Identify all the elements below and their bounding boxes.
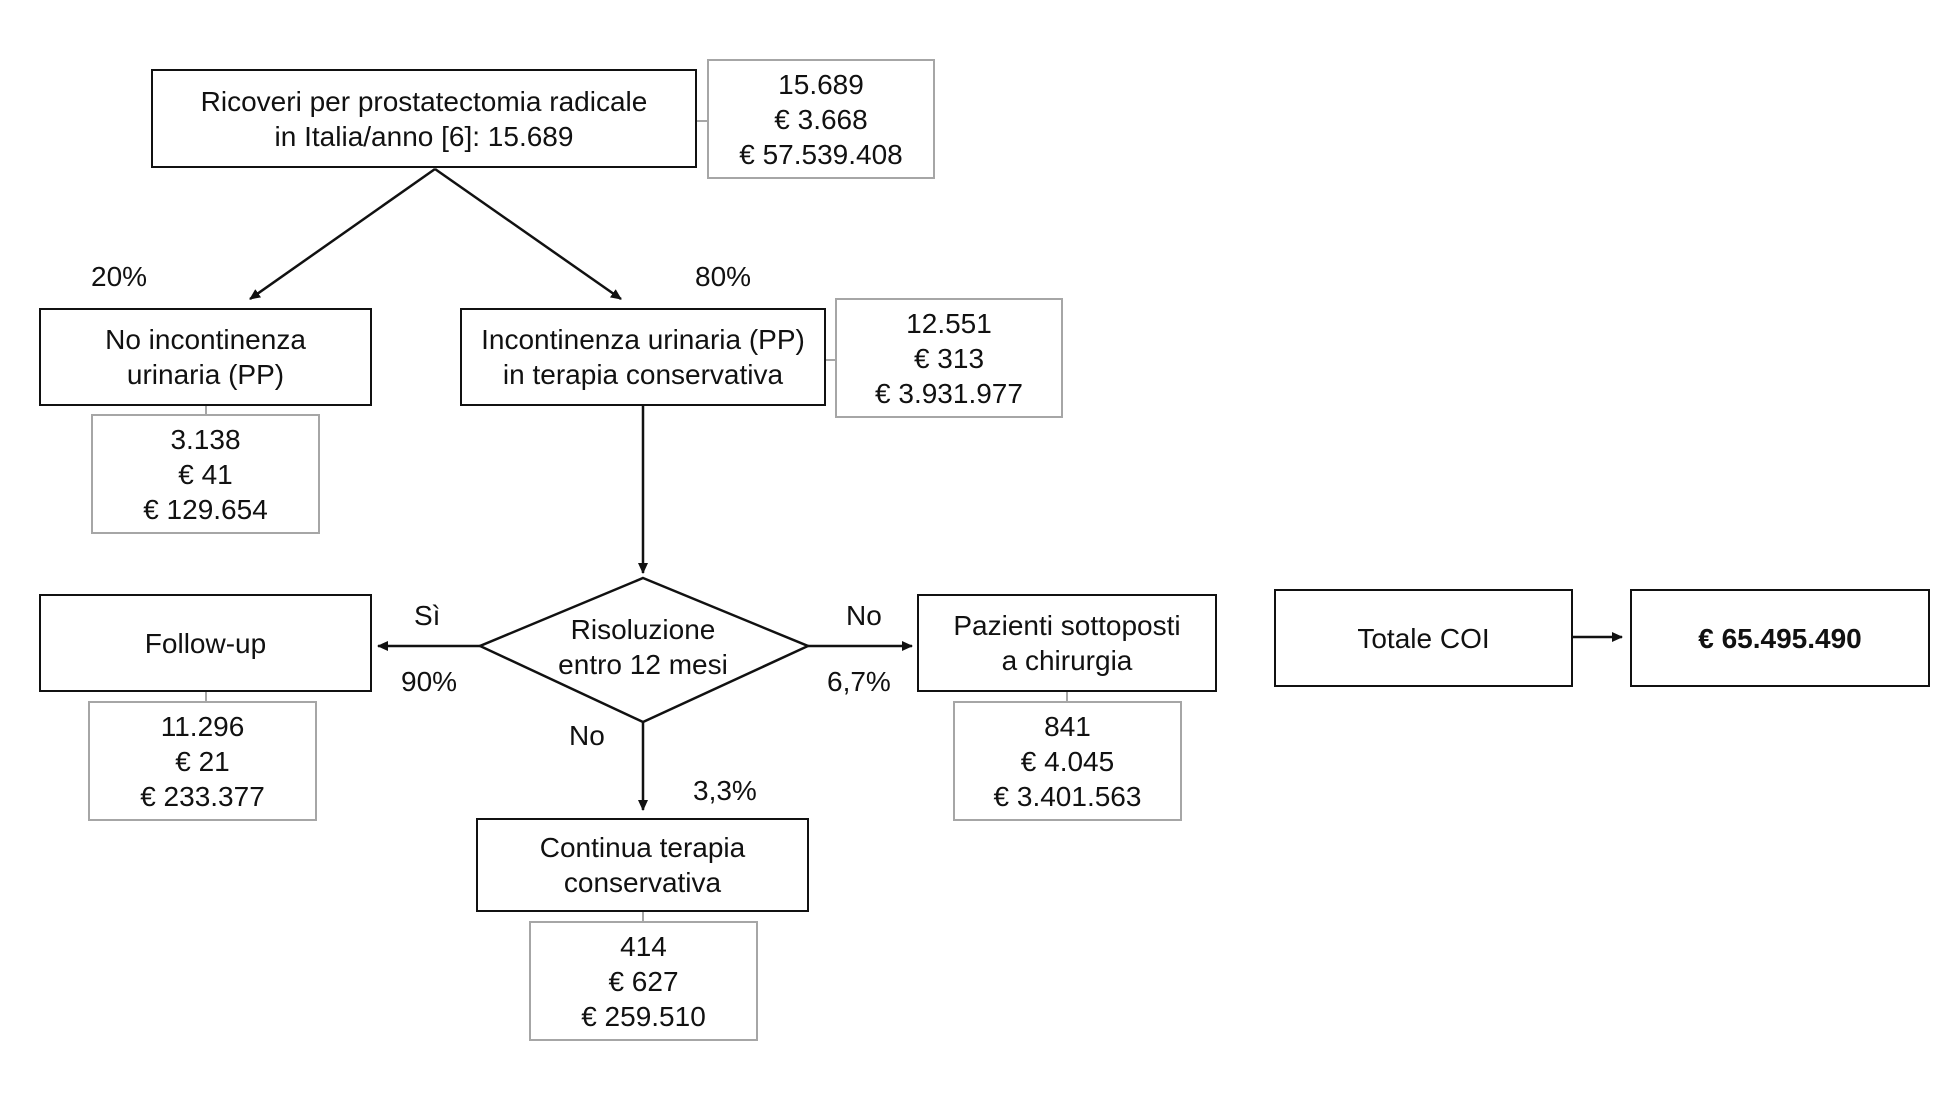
edge-label-no-down: No	[569, 720, 605, 751]
stats-continua-unit-cost: € 627	[608, 965, 679, 997]
node-totale-value: € 65.495.490	[1630, 589, 1930, 687]
stats-ricoveri-unit-cost: € 3.668	[774, 103, 868, 135]
node-ricoveri-line-2: in Italia/anno [6]: 15.689	[274, 120, 574, 152]
node-chirurgia-line-1: Pazienti sottoposti	[953, 610, 1181, 641]
node-incontinenza: Incontinenza urinaria (PP) in terapia co…	[460, 308, 826, 406]
arrow-to-no-incontinenza	[249, 167, 436, 301]
stats-follow-up-unit-cost: € 21	[175, 745, 230, 777]
stats-no-incontinenza: 3.138 € 41 € 129.654	[91, 414, 320, 534]
node-no-incontinenza-line-1: No incontinenza	[105, 324, 306, 355]
node-follow-up-line-1: Follow-up	[144, 627, 267, 659]
edge-label-20-percent: 20%	[91, 261, 148, 292]
stats-follow-up: 11.296 € 21 € 233.377	[88, 701, 317, 821]
node-ricoveri-line-1: Ricoveri per prostatectomia radicale	[200, 85, 648, 117]
decision-label: Risoluzione entro 12 mesi	[500, 608, 786, 686]
edge-label-3-3-percent: 3,3%	[693, 775, 757, 806]
node-continua-line-2: conservativa	[563, 867, 722, 898]
stats-continua: 414 € 627 € 259.510	[529, 921, 758, 1041]
stats-follow-up-count: 11.296	[160, 710, 245, 742]
node-chirurgia: Pazienti sottoposti a chirurgia	[917, 594, 1217, 692]
stats-no-incontinenza-count: 3.138	[170, 423, 241, 455]
node-continua-line-1: Continua terapia	[539, 832, 746, 863]
node-continua: Continua terapia conservativa	[476, 818, 809, 912]
stats-ricoveri-total-cost: € 57.539.408	[739, 138, 903, 170]
arrow-to-incontinenza	[434, 167, 622, 301]
node-incontinenza-line-1: Incontinenza urinaria (PP)	[481, 324, 805, 355]
stats-incontinenza-count: 12.551	[906, 307, 992, 339]
edge-label-80-percent: 80%	[695, 261, 752, 292]
stats-incontinenza-total-cost: € 3.931.977	[875, 377, 1023, 409]
stats-no-incontinenza-unit-cost: € 41	[178, 458, 233, 490]
node-no-incontinenza: No incontinenza urinaria (PP)	[39, 308, 372, 406]
stats-ricoveri-count: 15.689	[778, 68, 864, 100]
node-chirurgia-line-2: a chirurgia	[1001, 645, 1133, 676]
stats-follow-up-total-cost: € 233.377	[140, 780, 265, 812]
stats-chirurgia-unit-cost: € 4.045	[1020, 745, 1115, 777]
stats-continua-count: 414	[620, 930, 667, 962]
stats-chirurgia-count: 841	[1044, 710, 1091, 742]
stats-continua-total-cost: € 259.510	[581, 1000, 706, 1032]
node-incontinenza-line-2: in terapia conservativa	[502, 359, 784, 390]
decision-label-line-2: entro 12 mesi	[558, 649, 728, 680]
stats-no-incontinenza-total-cost: € 129.654	[143, 493, 268, 525]
node-ricoveri: Ricoveri per prostatectomia radicale in …	[151, 69, 697, 168]
node-totale-coi-line-1: Totale COI	[1357, 622, 1490, 654]
stats-incontinenza-unit-cost: € 313	[913, 342, 985, 374]
edge-label-90-percent: 90%	[401, 666, 458, 697]
stats-chirurgia-total-cost: € 3.401.563	[993, 780, 1142, 812]
node-totale-value-line-1: € 65.495.490	[1698, 622, 1862, 654]
edge-label-6-7-percent: 6,7%	[827, 666, 891, 697]
node-no-incontinenza-line-2: urinaria (PP)	[126, 359, 285, 390]
stats-ricoveri: 15.689 € 3.668 € 57.539.408	[707, 59, 935, 179]
decision-label-line-1: Risoluzione	[570, 614, 716, 645]
stats-chirurgia: 841 € 4.045 € 3.401.563	[953, 701, 1182, 821]
node-totale-coi: Totale COI	[1274, 589, 1573, 687]
decision-diamond	[476, 576, 812, 724]
edge-label-no-right: No	[846, 600, 882, 631]
edge-label-si: Sì	[414, 600, 441, 631]
stats-incontinenza: 12.551 € 313 € 3.931.977	[835, 298, 1063, 418]
node-follow-up: Follow-up	[39, 594, 372, 692]
